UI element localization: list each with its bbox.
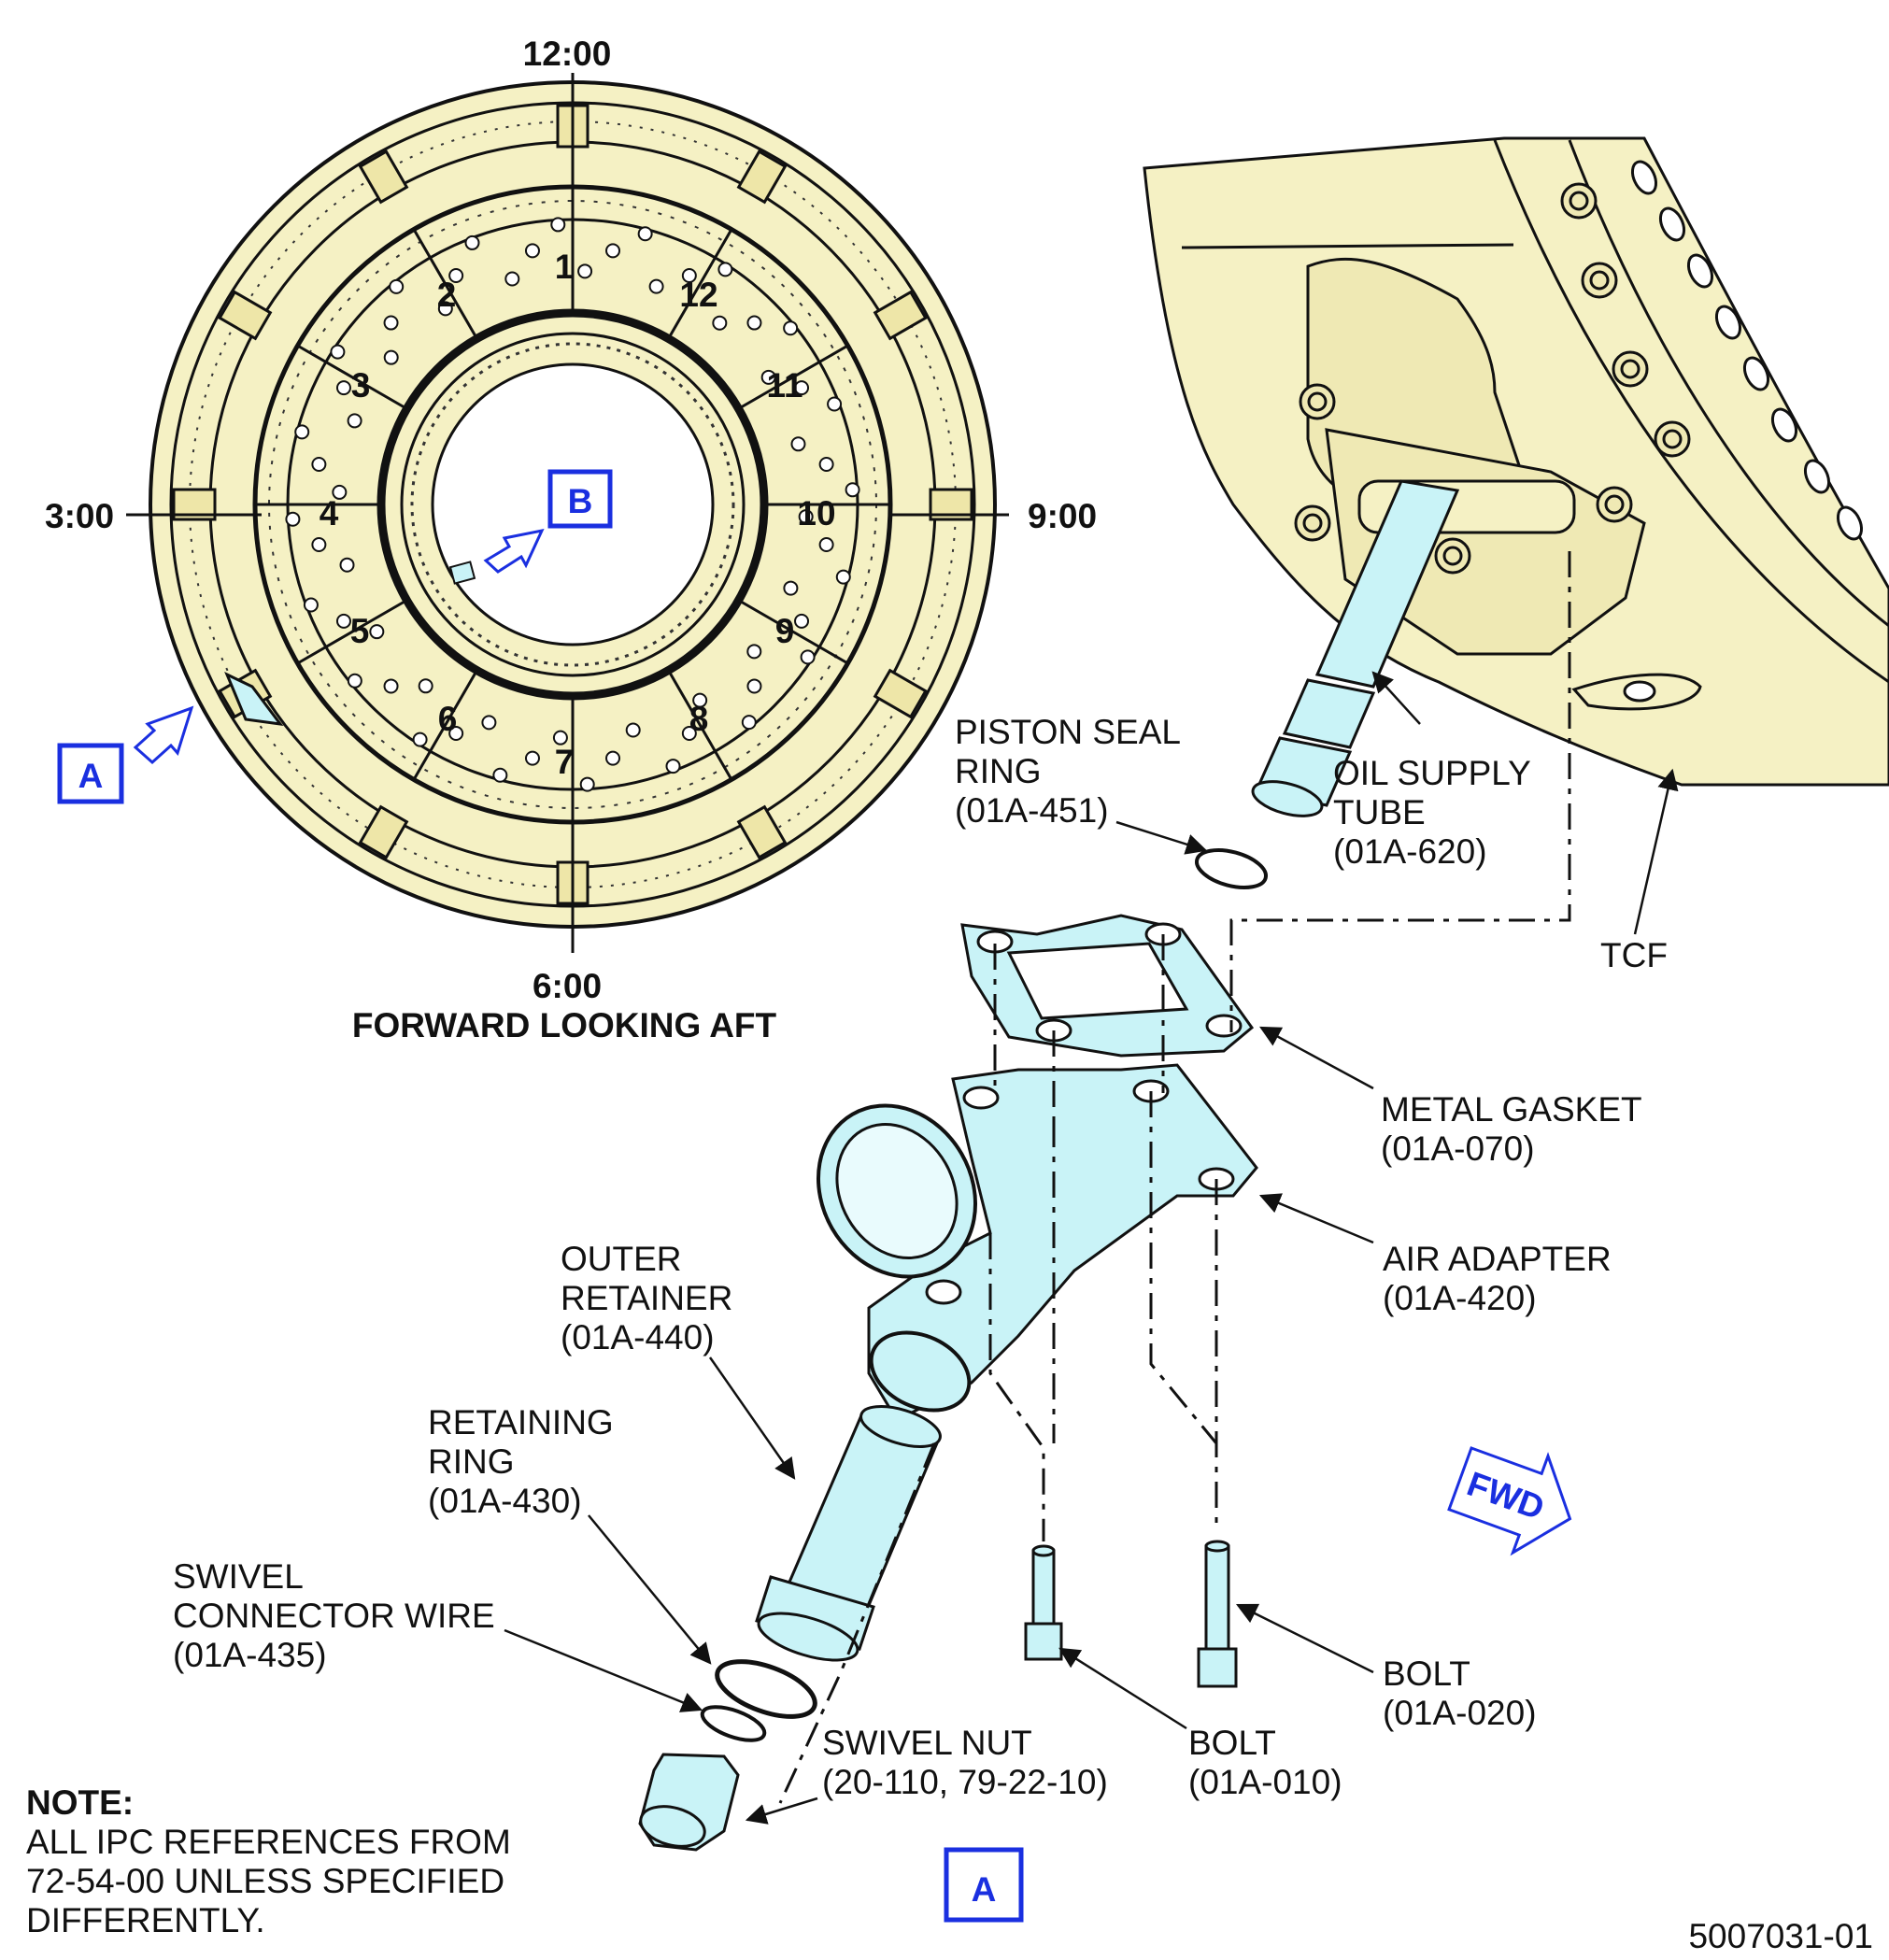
callout-b-pointer: [448, 528, 545, 585]
callout-a-pointer: [133, 671, 284, 765]
strut-number-10: 10: [797, 494, 835, 533]
view-title: FORWARD LOOKING AFT: [352, 1006, 777, 1044]
strut-number-4: 4: [320, 494, 339, 533]
label-swivel-nut: SWIVEL NUT (20-110, 79-22-10): [822, 1724, 1108, 1801]
tcf-case-detail: [1143, 136, 1889, 787]
strut-number-7: 7: [555, 743, 575, 781]
metal-gasket-part: [960, 914, 1255, 1058]
strut-number-6: 6: [438, 700, 458, 738]
clock-9: 9:00: [1028, 497, 1097, 535]
callout-b-letter: B: [568, 482, 593, 520]
strut-number-1: 1: [555, 248, 575, 286]
strut-number-3: 3: [351, 366, 371, 405]
piston-seal-ring-part: [1195, 848, 1268, 889]
bolt-010-part: [1024, 1544, 1063, 1661]
retaining-ring-part: [715, 1659, 817, 1719]
alignment-phantom-lines: [778, 551, 1571, 1804]
strut-number-12: 12: [679, 276, 717, 314]
label-bolt-010: BOLT (01A-010): [1188, 1724, 1342, 1801]
strut-number-5: 5: [350, 612, 370, 650]
callout-b-box[interactable]: [547, 469, 613, 529]
callout-a-box[interactable]: [57, 743, 124, 804]
clock-reference-lines: [126, 73, 1009, 953]
note-heading: NOTE:: [26, 1783, 134, 1822]
label-air-adapter: AIR ADAPTER (01A-420): [1383, 1240, 1621, 1317]
view-a-box: [944, 1847, 1024, 1923]
label-swivel-connector-wire: SWIVEL CONNECTOR WIRE (01A-435): [173, 1557, 504, 1674]
label-metal-gasket: METAL GASKET (01A-070): [1381, 1090, 1651, 1168]
label-tcf: TCF: [1600, 936, 1668, 974]
strut-number-8: 8: [689, 700, 709, 738]
view-a-letter: A: [972, 1870, 997, 1909]
swivel-nut-part: [638, 1753, 740, 1852]
label-bolt-020: BOLT (01A-020): [1383, 1655, 1537, 1732]
figure-id: 5007031-01: [1688, 1917, 1873, 1955]
label-retaining-ring: RETAINING RING (01A-430): [428, 1403, 623, 1520]
fwd-arrow: FWD: [1447, 1446, 1572, 1556]
bolt-020-part: [1197, 1540, 1238, 1688]
label-piston-seal-ring: PISTON SEAL RING (01A-451): [955, 713, 1189, 830]
strut-number-11: 11: [766, 366, 802, 405]
outer-retainer-part: [755, 1405, 942, 1662]
note-body: ALL IPC REFERENCES FROM 72-54-00 UNLESS …: [26, 1823, 520, 1939]
label-outer-retainer: OUTER RETAINER (01A-440): [561, 1240, 743, 1356]
strut-numbers: 1 2 3 4 5 6 7 8 9 10 11 12: [320, 248, 836, 781]
strut-number-9: 9: [775, 612, 795, 650]
air-adapter-part: [816, 1063, 1258, 1422]
leader-lines: [504, 671, 1679, 1825]
clock-12: 12:00: [523, 35, 612, 73]
callout-a-letter: A: [78, 757, 104, 795]
strut-number-2: 2: [437, 276, 457, 314]
swivel-connector-wire-part: [700, 1705, 767, 1742]
clock-6: 6:00: [533, 967, 602, 1005]
label-oil-supply-tube: OIL SUPPLY TUBE (01A-620): [1333, 754, 1540, 871]
clock-3: 3:00: [45, 497, 114, 535]
oil-supply-tube: [1251, 479, 1460, 817]
